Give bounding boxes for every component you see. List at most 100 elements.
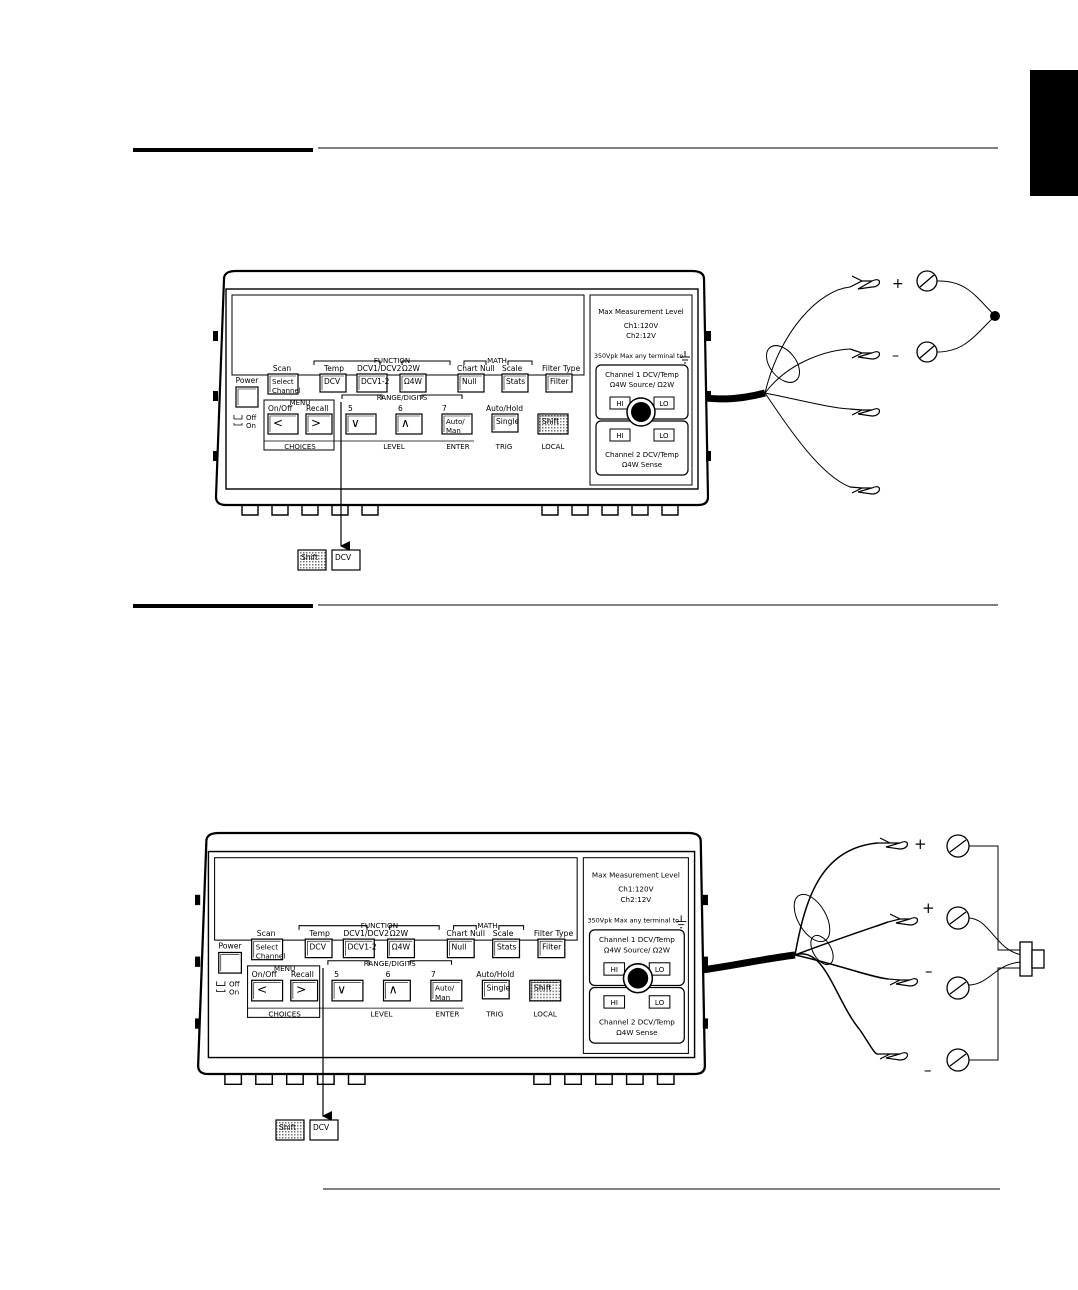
null-button-label: Null	[462, 377, 477, 386]
single-button-label: Single	[496, 417, 519, 426]
foot	[255, 1074, 274, 1086]
foot	[541, 505, 559, 516]
rtd-sensor-icon	[1019, 941, 1045, 977]
stats-button[interactable]: Stats	[501, 373, 529, 393]
null-button-label: Null	[452, 942, 467, 951]
single-button[interactable]: Single	[491, 413, 519, 433]
hi-jack-ch1[interactable]: HI	[609, 396, 631, 410]
dcv-button[interactable]: DCV	[304, 938, 333, 959]
foot	[656, 1074, 675, 1086]
five-label: 5	[348, 404, 353, 413]
channel2-sub-label: Ω4W Sense	[616, 1028, 658, 1037]
on-off-label: On/Off	[268, 404, 293, 413]
trig-label: TRIG	[495, 443, 513, 451]
group-bracket	[298, 925, 368, 930]
shift-button[interactable]: Shift	[529, 979, 562, 1002]
panel-body: Max Measurement LevelCh1:120VCh2:12V350V…	[213, 269, 711, 516]
filter-type-label: Filter Type	[542, 364, 581, 373]
menu-label: MENU	[290, 399, 311, 407]
multimeter-front-panel-bottom: Max Measurement LevelCh1:120VCh2:12V350V…	[195, 831, 708, 1141]
terminal-panel-frame	[582, 857, 689, 1054]
select-channel-button-label: Select	[256, 942, 278, 951]
input-terminal-panel: Max Measurement LevelCh1:120VCh2:12V350V…	[582, 857, 689, 1054]
dcv1-dcv2-label: DCV1/DCV2	[343, 929, 389, 938]
auto-man-button-label: Auto/	[446, 418, 465, 426]
top-spade-lugs	[849, 275, 881, 495]
foot	[564, 1074, 583, 1086]
right-arrow-button[interactable]: >	[290, 979, 319, 1002]
filter-button[interactable]: Filter	[537, 938, 566, 959]
dcv-button[interactable]: DCV	[319, 373, 347, 393]
single-button[interactable]: Single	[481, 979, 511, 1000]
auto-man-button-label: Man	[446, 427, 461, 435]
foot	[224, 1074, 243, 1086]
filter-button[interactable]: Filter	[545, 373, 573, 393]
panel-body: Max Measurement LevelCh1:120VCh2:12V350V…	[195, 831, 708, 1086]
lo-jack-ch2[interactable]: LO	[653, 428, 675, 442]
recall-label: Recall	[291, 970, 314, 979]
null-button[interactable]: Null	[457, 373, 485, 393]
group-bracket	[401, 360, 451, 365]
dcv1-2-button[interactable]: DCV1-2	[342, 938, 377, 959]
up-arrow-button[interactable]: ∧	[395, 413, 423, 435]
chevron-left-icon: <	[273, 416, 283, 430]
left-arrow-button[interactable]: <	[267, 413, 299, 435]
power-button[interactable]	[218, 951, 242, 974]
auto-man-button[interactable]: Auto/Man	[430, 979, 463, 1002]
channel1-label: Channel 1 DCV/Temp	[605, 371, 679, 379]
on-label: On	[246, 422, 256, 430]
auto-man-button[interactable]: Auto/Man	[441, 413, 473, 435]
shift-button[interactable]: Shift	[537, 413, 569, 435]
hi-jack-ch2[interactable]: HI	[609, 428, 631, 442]
filter-type-label: Filter Type	[534, 929, 574, 938]
local-label: LOCAL	[542, 443, 565, 451]
auto-hold-label: Auto/Hold	[476, 970, 514, 979]
lo-jack-ch1[interactable]: LO	[648, 962, 671, 976]
bezel	[225, 288, 699, 490]
max-measurement-label: Max Measurement Level	[598, 308, 684, 316]
ohm4w-button[interactable]: Ω4W	[387, 938, 416, 959]
hi-jack-ch2[interactable]: HI	[603, 995, 626, 1009]
down-arrow-button[interactable]: ∨	[345, 413, 377, 435]
side-bumper	[195, 1018, 201, 1029]
menu-group-frame	[263, 399, 335, 451]
hi-jack-ch1[interactable]: HI	[603, 962, 626, 976]
jack-label: LO	[659, 432, 669, 440]
range-digits-label: RANGE/DIGITS	[377, 394, 428, 402]
right-arrow-button[interactable]: >	[305, 413, 333, 435]
six-label: 6	[386, 970, 391, 979]
bezel	[207, 850, 696, 1059]
callout-shift-key: Shift	[275, 1119, 305, 1141]
down-arrow-button[interactable]: ∨	[331, 979, 364, 1002]
math-label: MATH	[477, 921, 497, 930]
scale-label: Scale	[502, 364, 523, 373]
foot	[594, 1074, 613, 1086]
seven-label: 7	[442, 404, 447, 413]
up-arrow-button[interactable]: ∧	[382, 979, 411, 1002]
lo-jack-ch1[interactable]: LO	[653, 396, 675, 410]
chevron-up-icon: ∧	[389, 983, 398, 997]
ohm4w-button-label: Ω4W	[404, 377, 423, 386]
ohm2w-label: Ω2W	[402, 364, 421, 373]
auto-man-button-label: Man	[435, 993, 450, 1002]
select-channel-button-label: Channel	[256, 952, 286, 961]
lo-jack-ch2[interactable]: LO	[648, 995, 671, 1009]
on-position-icon	[233, 423, 243, 426]
dcv1-2-button[interactable]: DCV1-2	[356, 373, 390, 393]
stats-button[interactable]: Stats	[492, 938, 521, 959]
side-bumper	[702, 894, 708, 906]
left-arrow-button[interactable]: <	[251, 979, 284, 1002]
top-plus-sign: +	[892, 276, 904, 292]
null-button[interactable]: Null	[446, 938, 475, 959]
filter-button-label: Filter	[550, 377, 569, 386]
off-label: Off	[229, 979, 241, 988]
group-bracket	[313, 360, 381, 365]
power-button[interactable]	[235, 386, 259, 408]
auto-hold-label: Auto/Hold	[486, 404, 523, 413]
channel2-label: Channel 2 DCV/Temp	[599, 1018, 675, 1027]
jack-label: LO	[659, 400, 669, 408]
ohm4w-button[interactable]: Ω4W	[399, 373, 427, 393]
